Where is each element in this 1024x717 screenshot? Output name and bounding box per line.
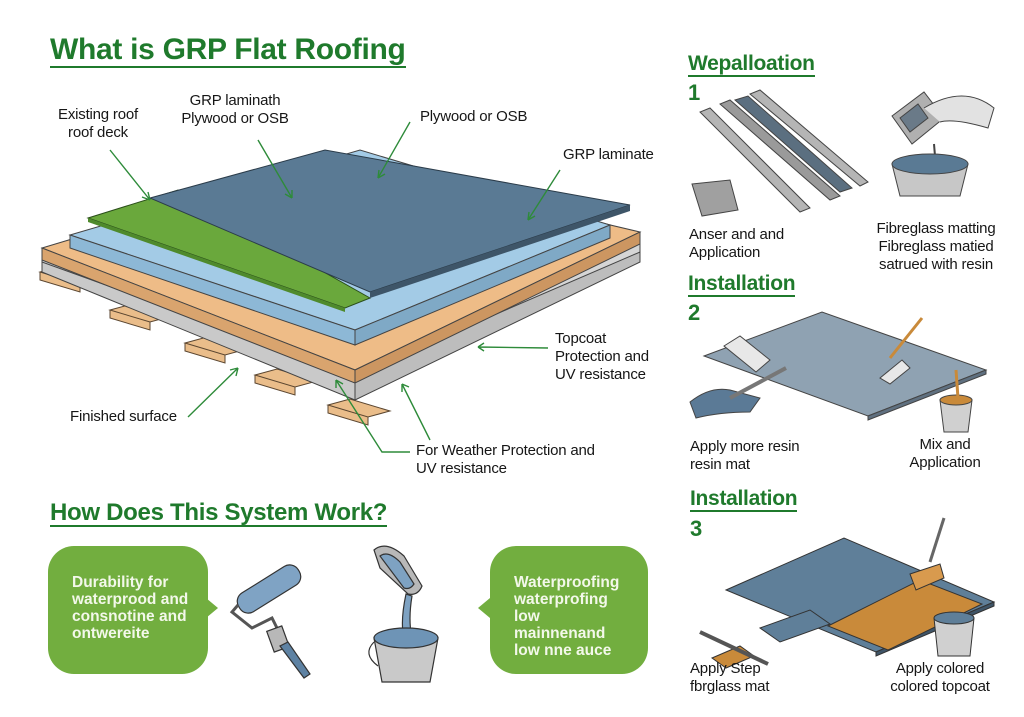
step1-right-caption: Fibreglass matting Fibreglass matied sat… <box>866 220 1006 274</box>
label-line: GRP laminath <box>189 92 281 109</box>
caption-line: Apply Step <box>690 660 761 677</box>
caption-line: Fibreglass matting <box>876 220 996 237</box>
arrow <box>477 342 549 352</box>
label-line: Protection and <box>555 348 649 365</box>
step2-number: 2 <box>688 300 701 325</box>
bubble-waterproofing: Waterproofing waterprofing low mainnenan… <box>490 546 648 674</box>
step2-right-caption: Mix and Application <box>890 436 1000 472</box>
step2-title: Installation <box>688 272 796 298</box>
bubble-line: Waterproofing <box>514 574 620 591</box>
bubble-pointer <box>478 598 490 618</box>
bubble-line: low mainnenand <box>514 608 606 642</box>
section-title-how: How Does This System Work? <box>50 499 388 528</box>
roof-layers-diagram <box>38 121 642 453</box>
label-line: Existing roof <box>58 106 138 123</box>
step3-right-caption: Apply colored colored topcoat <box>880 660 1000 696</box>
label-grp-laminath: GRP laminath Plywood or OSB <box>170 92 300 128</box>
label-line: roof deck <box>68 124 128 141</box>
label-line: Plywood or OSB <box>181 110 289 127</box>
bubble-line: low nne auce <box>514 642 612 659</box>
topcoat-board-icon <box>699 517 996 669</box>
label-grp-laminate: GRP laminate <box>563 146 654 163</box>
caption-line: Apply colored <box>895 660 985 677</box>
caption-line: Anser and and <box>689 226 784 243</box>
arrow <box>257 139 293 199</box>
label-line: Topcoat <box>555 330 607 347</box>
caption-line: Mix and <box>919 436 971 453</box>
bubble-line: waterprofing <box>514 591 608 608</box>
caption-line: Application <box>909 454 981 471</box>
label-weather-protection: For Weather Protection and UV resistance <box>416 442 595 478</box>
caption-line: satrued with resin <box>879 256 993 273</box>
joist <box>326 398 392 426</box>
arrow <box>335 379 410 453</box>
label-finished-surface: Finished surface <box>70 408 177 425</box>
label-plywood: Plywood or OSB <box>420 108 528 125</box>
label-existing-roof: Existing roof roof deck <box>52 106 144 142</box>
caption-line: resin mat <box>690 456 750 473</box>
metal-profiles-icon <box>691 89 869 217</box>
bucket-pour-icon <box>368 545 439 683</box>
caption-line: fbrglass mat <box>690 678 770 695</box>
label-line: UV resistance <box>416 460 507 477</box>
bubble-line: consnotine and <box>72 608 187 625</box>
step1-title: Wepalloation <box>688 52 815 78</box>
step3-number: 3 <box>690 516 703 541</box>
step1-left-caption: Anser and and Application <box>689 226 784 262</box>
label-line: For Weather Protection and <box>416 442 595 459</box>
step3-title: Installation <box>690 487 798 513</box>
caption-line: colored topcoat <box>890 678 990 695</box>
arrow <box>527 169 561 221</box>
arrow <box>377 121 411 179</box>
arrow <box>401 383 431 441</box>
caption-line: Fibreglass matied <box>878 238 994 255</box>
arrow <box>187 367 239 418</box>
step1-number: 1 <box>688 80 701 105</box>
caption-line: Application <box>689 244 761 261</box>
resin-bucket-icon <box>891 91 995 197</box>
bubble-durability: Durability for waterprood and consnotine… <box>48 546 208 674</box>
arrow <box>109 149 151 201</box>
bubble-line: ontwereite <box>72 625 150 642</box>
bubble-line: waterprood and <box>72 591 189 608</box>
label-topcoat: Topcoat Protection and UV resistance <box>555 330 649 384</box>
caption-line: Apply more resin <box>690 438 800 455</box>
step3-left-caption: Apply Step fbrglass mat <box>690 660 769 696</box>
page-title: What is GRP Flat Roofing <box>50 33 406 68</box>
bubble-pointer <box>206 598 218 618</box>
label-line: UV resistance <box>555 366 646 383</box>
bubble-line: Durability for <box>72 574 169 591</box>
step2-left-caption: Apply more resin resin mat <box>690 438 800 474</box>
paint-roller-icon <box>229 564 311 679</box>
resin-mat-board-icon <box>689 311 988 433</box>
pointer-arrows <box>109 121 561 453</box>
